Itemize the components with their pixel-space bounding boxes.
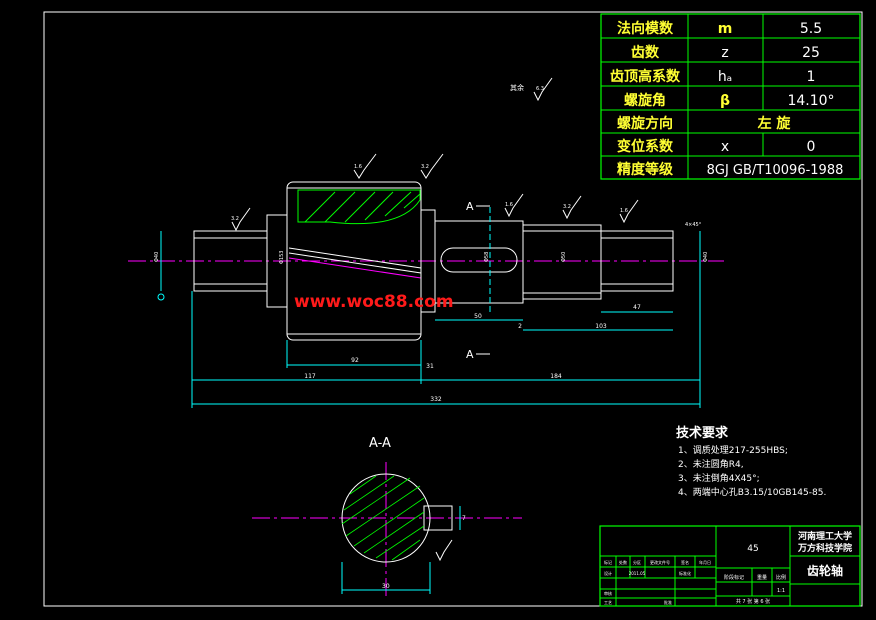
sheet-count: 共 7 张 第 6 张 — [736, 598, 770, 605]
roughness-rest-label: 其余 — [510, 83, 524, 92]
section-dim-width: 30 — [382, 583, 390, 590]
tb-h4-0: 工艺 — [604, 600, 612, 605]
tech-item-4: 4、两端中心孔B3.15/10GB145-85. — [678, 486, 826, 498]
dim-103: 103 — [595, 323, 607, 330]
param-symbol-helix: β — [720, 93, 730, 109]
gear-parameter-table: 法向模数 齿数 齿顶高系数 螺旋角 螺旋方向 变位系数 精度等级 m z hₐ … — [600, 13, 861, 180]
param-symbol-module: m — [718, 21, 733, 37]
param-value-teeth: 25 — [802, 45, 820, 61]
watermark-text: www.woc88.com — [294, 292, 454, 312]
cut-mark-bottom: A — [466, 348, 474, 361]
param-value-helix: 14.10° — [787, 93, 834, 109]
tb-h4-2: 批准 — [664, 599, 672, 605]
part-name: 齿轮轴 — [807, 563, 843, 578]
drawing-border — [43, 11, 863, 607]
tech-item-2: 2、未注圆角R4, — [678, 458, 744, 470]
roughness-r1: 3.2 — [231, 216, 239, 222]
school-name-2: 万方科技学院 — [797, 542, 852, 554]
tb-h2-0: 设计 — [604, 570, 612, 576]
section-label: A-A — [369, 436, 391, 451]
weight-label: 重量 — [757, 574, 767, 581]
param-symbol-shift: x — [721, 139, 729, 155]
dim-chamfer: 4×45° — [685, 222, 702, 228]
dim-right-dia: Φ40 — [703, 252, 709, 262]
tech-item-3: 3、未注倒角4X45°; — [678, 472, 760, 484]
roughness-rest-value: 6.3 — [536, 86, 544, 92]
tech-item-1: 1、调质处理217-255HBS; — [678, 444, 788, 456]
param-value-shift: 0 — [807, 139, 816, 155]
school-name-1: 河南理工大学 — [798, 530, 852, 542]
roughness-r6: 1.6 — [620, 208, 628, 214]
tb-h2-3: 标准化 — [679, 570, 691, 576]
dim-31: 31 — [426, 363, 434, 370]
dim-gear-dia: Φ153 — [279, 251, 285, 264]
param-label-teeth: 齿数 — [631, 44, 660, 61]
dim-mid-dia: Φ50 — [561, 252, 567, 262]
dim-117: 117 — [304, 373, 316, 380]
tb-h1-2: 分区 — [633, 559, 641, 565]
param-symbol-addendum: hₐ — [718, 69, 732, 85]
param-value-direction: 左 旋 — [757, 115, 792, 132]
tb-h2-2: 2011.05 — [629, 571, 646, 576]
dim-50: 50 — [474, 313, 482, 320]
roughness-r4: 1.6 — [505, 202, 513, 208]
param-value-module: 5.5 — [800, 21, 822, 37]
material: 45 — [747, 544, 758, 554]
tech-requirements: 技术要求 1、调质处理217-255HBS; 2、未注圆角R4, 3、未注倒角4… — [676, 425, 826, 498]
tooth-section-hatch — [297, 189, 421, 225]
roughness-r5: 3.2 — [563, 204, 571, 210]
scale-value: 1:1 — [777, 588, 785, 594]
cut-mark-top: A — [466, 200, 474, 213]
title-block: 45 河南理工大学 万方科技学院 齿轮轴 阶段标记 重量 比例 1:1 共 7 … — [599, 525, 861, 607]
param-label-shift: 变位系数 — [617, 138, 674, 155]
param-label-grade: 精度等级 — [617, 161, 674, 178]
tb-h1-5: 年月日 — [699, 559, 711, 565]
dim-2: 2 — [518, 323, 522, 330]
param-label-module: 法向模数 — [617, 20, 674, 37]
param-label-addendum: 齿顶高系数 — [610, 68, 681, 85]
dim-key-dia: Φ58 — [484, 252, 490, 262]
stage-label: 阶段标记 — [724, 574, 744, 581]
param-label-direction: 螺旋方向 — [617, 115, 673, 132]
section-a-a-view: A-A 30 7 — [252, 436, 522, 600]
dim-47: 47 — [633, 304, 641, 311]
dim-92: 92 — [351, 357, 359, 364]
param-symbol-teeth: z — [721, 45, 728, 61]
roughness-r2: 1.6 — [354, 164, 362, 170]
tb-h1-4: 签名 — [681, 559, 689, 565]
shaft-main-view: A A 92 117 31 184 332 50 2 103 47 4×45° … — [128, 77, 724, 408]
tb-h1-3: 更改文件号 — [650, 559, 670, 565]
tb-h1-0: 标记 — [604, 559, 612, 565]
param-label-helix: 螺旋角 — [624, 92, 666, 109]
ratio-label: 比例 — [776, 574, 786, 581]
dim-332: 332 — [430, 396, 442, 403]
roughness-r3: 3.2 — [421, 164, 429, 170]
tb-h3-0: 审核 — [604, 590, 612, 596]
dim-184: 184 — [550, 373, 562, 380]
param-value-addendum: 1 — [807, 69, 816, 85]
tb-h1-1: 处数 — [619, 559, 627, 565]
tech-title: 技术要求 — [676, 425, 729, 441]
keyway — [440, 247, 518, 273]
section-dim-key: 7 — [462, 515, 466, 522]
param-value-grade: 8GJ GB/T10096-1988 — [707, 163, 844, 178]
dim-left-dia: Φ40 — [154, 252, 160, 262]
